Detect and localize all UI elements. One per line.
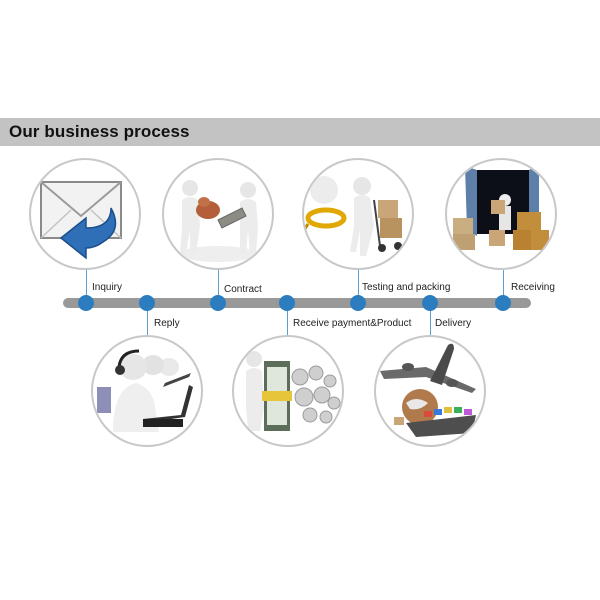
step-label: Delivery	[435, 318, 472, 329]
page-title: Our business process	[9, 122, 190, 141]
step-label: Receive payment&Product	[293, 318, 412, 329]
timeline-node[interactable]	[139, 295, 155, 311]
connector-line	[218, 270, 219, 303]
step-label: Testing and packing	[362, 282, 451, 293]
timeline-node[interactable]	[279, 295, 295, 311]
stamp-contract-icon	[162, 158, 274, 270]
call-center-icon	[91, 335, 203, 447]
connector-line	[287, 303, 288, 336]
connector-line	[430, 303, 431, 336]
connector-line	[358, 270, 359, 303]
connector-line	[503, 270, 504, 303]
step-label: Contract	[224, 284, 262, 295]
step-label: Inquiry	[92, 282, 123, 293]
timeline-node[interactable]	[210, 295, 226, 311]
step-label: Receiving	[511, 282, 555, 293]
money-gears-icon	[232, 335, 344, 447]
step-label: Reply	[154, 318, 180, 329]
timeline-node[interactable]	[350, 295, 366, 311]
inspect-pack-icon	[302, 158, 414, 270]
timeline-node[interactable]	[78, 295, 94, 311]
container-boxes-icon	[445, 158, 557, 270]
connector-line	[86, 270, 87, 303]
section-header: Our business process	[0, 118, 600, 146]
connector-line	[147, 303, 148, 336]
timeline-node[interactable]	[422, 295, 438, 311]
plane-ship-globe-icon	[374, 335, 486, 447]
mail-reply-icon	[29, 158, 141, 270]
timeline-bar	[63, 298, 531, 308]
timeline-node[interactable]	[495, 295, 511, 311]
